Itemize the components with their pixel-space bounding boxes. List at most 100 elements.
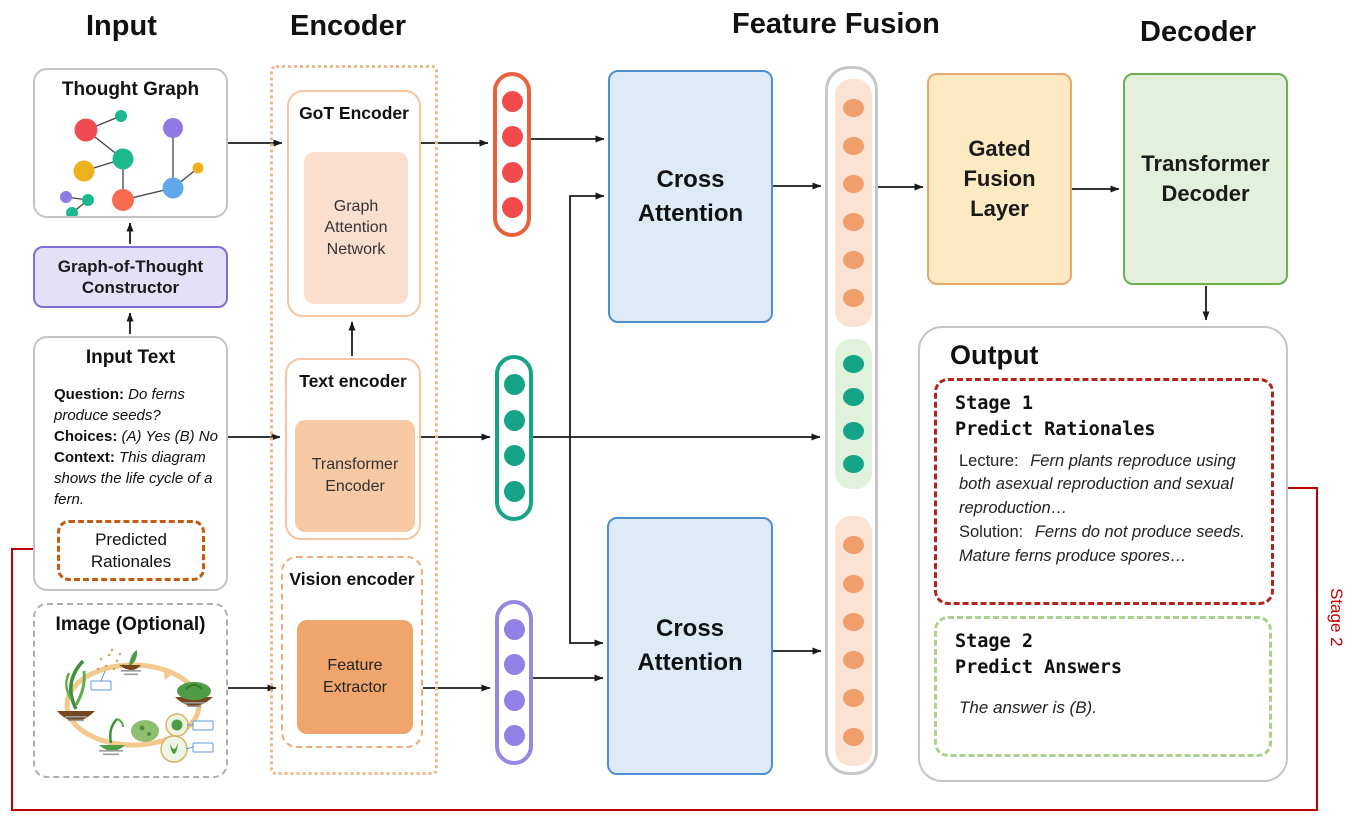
arrow-green-branch-to-cross-attention-bottom [569, 437, 604, 647]
feature-dot [501, 197, 523, 219]
gated-fusion-layer-box: Gated Fusion Layer [927, 73, 1072, 285]
text-encoder-title: Text encoder [299, 371, 407, 391]
input-text-body: Question: Do ferns produce seeds? Choice… [54, 384, 220, 510]
feature-dot [503, 373, 525, 395]
output-box: Output Stage 1 Predict Rationales Lectur… [918, 326, 1288, 782]
solution-value: Ferns do not produce seeds. Mature ferns… [959, 522, 1245, 565]
feature-dot [843, 574, 864, 593]
image-optional-box: Image (Optional) [33, 603, 228, 778]
feature-dot [843, 536, 864, 555]
feature-dot [501, 161, 523, 183]
stage1-body: Lecture: Fern plants reproduce using bot… [955, 450, 1255, 569]
feature-dot [503, 445, 525, 467]
input-text-title: Input Text [85, 347, 176, 368]
feature-dot [501, 90, 523, 112]
question-label: Question: [54, 386, 124, 403]
input-text-box: Input Text Question: Do ferns produce se… [33, 336, 228, 591]
feature-vector-green [495, 355, 533, 521]
vision-encoder-title: Vision encoder [289, 569, 415, 589]
thought-graph-box: Thought Graph [33, 68, 228, 218]
got-encoder-box: GoT Encoder Graph Attention Network [287, 90, 421, 317]
fused-group-orange-bottom [835, 516, 872, 766]
graph-node-red [74, 118, 98, 142]
heading-encoder: Encoder [290, 10, 407, 42]
got-constructor-label: Graph-of-Thought Constructor [57, 256, 204, 297]
feature-dot [843, 354, 864, 373]
feature-dot [843, 289, 864, 307]
feature-dot [843, 455, 864, 474]
feature-dot [843, 651, 864, 670]
graph-node-purple [163, 118, 183, 138]
heading-decoder: Decoder [1140, 16, 1257, 48]
got-constructor-box: Graph-of-Thought Constructor [33, 246, 228, 308]
thought-graph-illustration [60, 110, 204, 216]
graph-attention-network-box: Graph Attention Network [304, 152, 408, 304]
choices-label: Choices: [54, 428, 118, 445]
predicted-rationales-label: Predicted Rationales [90, 530, 172, 571]
graph-node-orange [112, 189, 134, 211]
feature-dot [843, 727, 864, 746]
feature-dot [843, 175, 864, 193]
graph-node-yellow-small [192, 162, 204, 174]
cross-attention-top-box: Cross Attention [608, 70, 773, 323]
graph-node-purple-small [60, 191, 72, 203]
feature-dot [843, 612, 864, 631]
cross-attention-bottom-box: Cross Attention [607, 517, 773, 775]
lecture-value: Fern plants reproduce using both asexual… [959, 451, 1236, 518]
arrow-green-branch-to-cross-attention-top [569, 192, 605, 437]
got-encoder-title: GoT Encoder [299, 103, 409, 123]
lecture-label: Lecture: [959, 451, 1019, 470]
transformer-decoder-box: Transformer Decoder [1123, 73, 1288, 285]
graph-node-yellow [73, 160, 95, 182]
solution-label: Solution: [959, 522, 1024, 541]
context-label: Context: [54, 449, 115, 466]
lecture-line: Lecture: Fern plants reproduce using bot… [959, 450, 1255, 521]
graph-node-teal-small3 [66, 207, 78, 216]
feature-dot [503, 654, 525, 676]
stage2-loop-label: Stage 2 [1327, 588, 1346, 647]
output-title: Output [950, 340, 1039, 370]
choices-value: (A) Yes (B) No [121, 428, 218, 445]
stage1-box: Stage 1 Predict Rationales Lecture: Fern… [934, 378, 1274, 605]
graph-node-teal-small [115, 110, 127, 122]
feature-dot [843, 213, 864, 231]
transformer-decoder-label: Transformer Decoder [1141, 151, 1270, 206]
heading-input: Input [86, 10, 157, 42]
encoder-container [270, 65, 438, 775]
feature-dot [843, 99, 864, 117]
stage2-box: Stage 2 Predict Answers The answer is (B… [934, 616, 1272, 757]
stage2-answer: The answer is (B). [959, 697, 1097, 717]
stage2-feedback-loop [11, 487, 1318, 811]
feature-dot [843, 137, 864, 155]
graph-node-blue [162, 177, 184, 199]
feature-dot [503, 618, 525, 640]
feature-dot [503, 725, 525, 747]
heading-feature-fusion: Feature Fusion [732, 8, 940, 40]
graph-node-teal [112, 148, 134, 170]
feature-extractor-box: Feature Extractor [297, 620, 413, 734]
feature-dot [503, 481, 525, 503]
stage2-line2: Predict Answers [955, 657, 1123, 679]
stage1-line2: Predict Rationales [955, 419, 1156, 441]
feature-dot [843, 421, 864, 440]
fern-lifecycle-illustration [57, 648, 214, 763]
fused-group-green [835, 339, 872, 489]
thought-graph-title: Thought Graph [61, 79, 200, 100]
feature-dot [843, 388, 864, 407]
solution-line: Solution: Ferns do not produce seeds. Ma… [959, 521, 1255, 569]
feature-dot [503, 409, 525, 431]
fused-group-orange-top [835, 79, 872, 327]
feature-vector-purple [495, 600, 533, 765]
fused-feature-column [825, 66, 878, 775]
feature-dot [501, 126, 523, 148]
feature-vector-red [493, 72, 531, 237]
stage2-line1: Stage 2 [955, 631, 1033, 652]
feature-dot [843, 251, 864, 269]
feature-dot [503, 689, 525, 711]
question-value: Do ferns produce seeds? [54, 386, 185, 424]
transformer-encoder-box: Transformer Encoder [295, 420, 415, 532]
feature-dot [843, 689, 864, 708]
gated-fusion-label: Gated Fusion Layer [963, 136, 1036, 221]
